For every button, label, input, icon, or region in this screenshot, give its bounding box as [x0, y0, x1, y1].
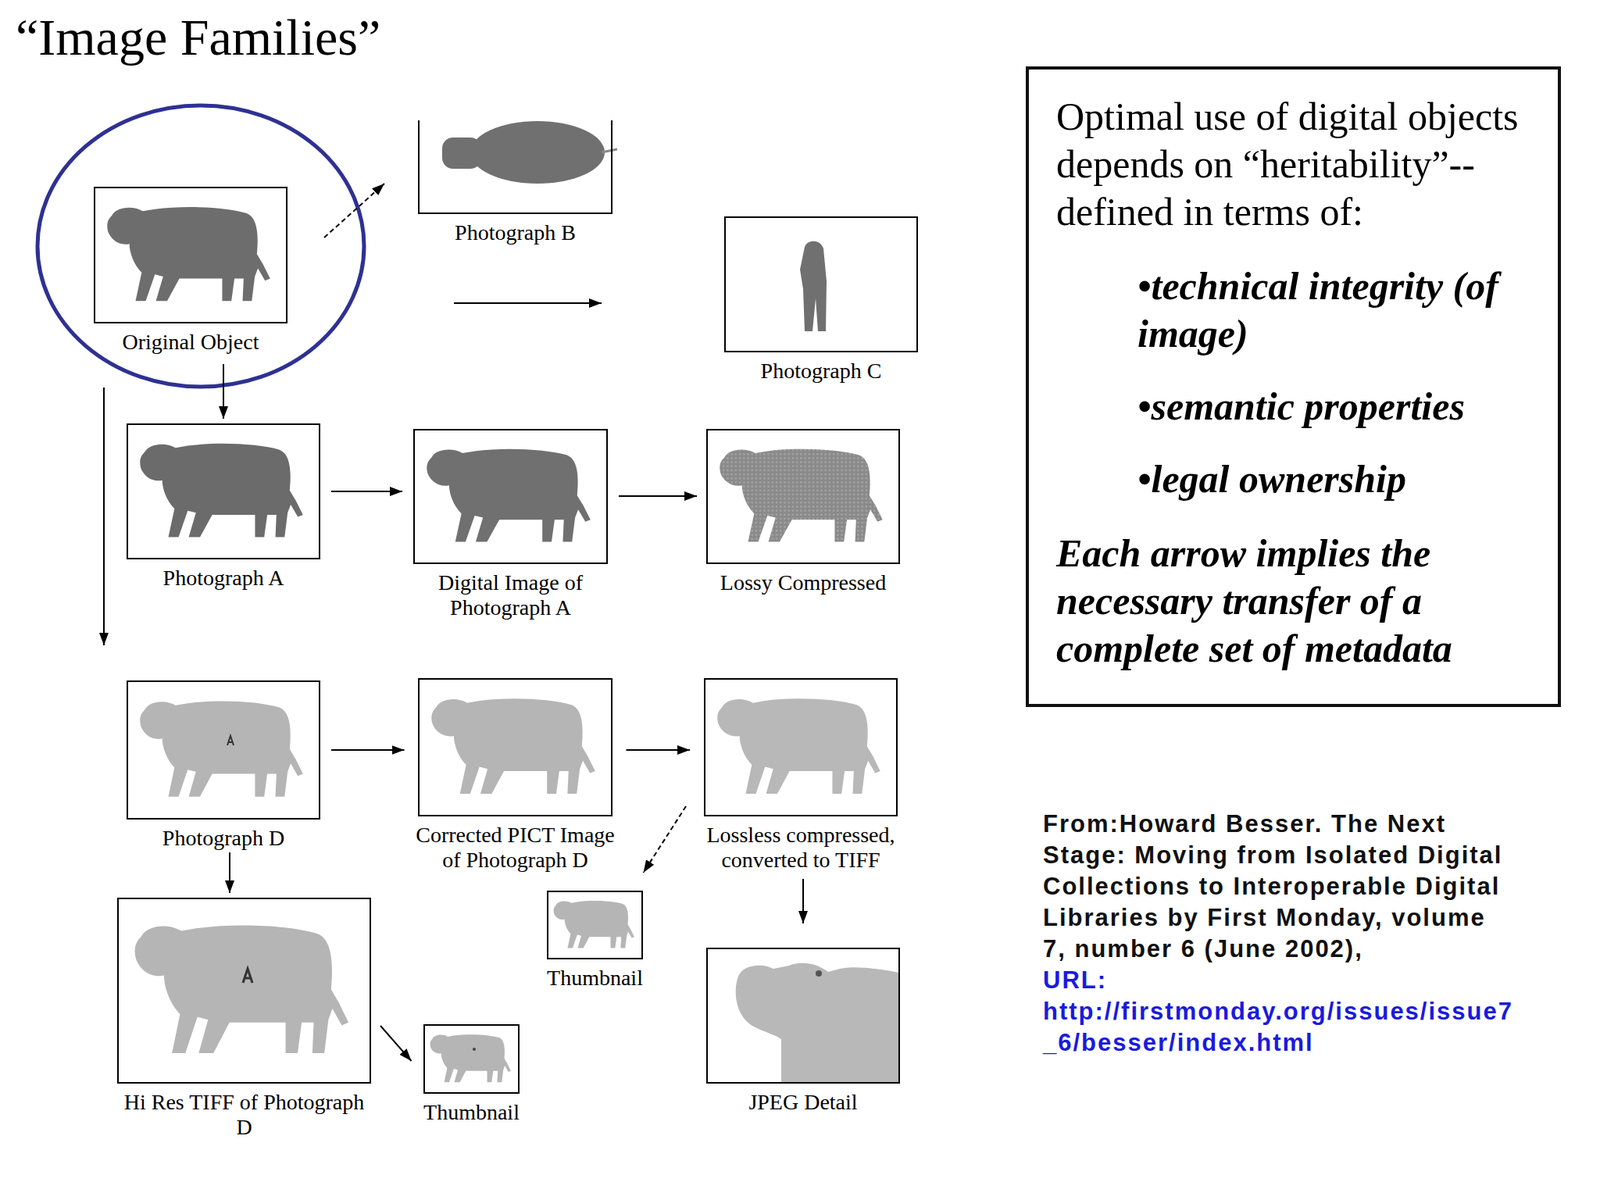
note-point: •semantic properties — [1137, 382, 1552, 431]
photo-mark — [227, 735, 234, 746]
cow-lossy — [719, 449, 883, 543]
citation-url: URL: http://firstmonday.org/issues/issue… — [1042, 964, 1514, 1059]
image-box: Photograph C — [724, 216, 918, 384]
arrow-connector — [324, 183, 385, 238]
diagram-title: “Image Families” — [15, 7, 381, 68]
image-caption: Photograph D — [126, 825, 321, 851]
image-caption: Original Object — [93, 329, 288, 355]
image-caption: Photograph A — [126, 565, 321, 591]
image-box: Photograph B — [417, 120, 613, 246]
arrow-connector — [228, 852, 231, 893]
image-frame — [117, 897, 372, 1084]
arrow-connector — [331, 749, 405, 751]
image-frame — [417, 678, 613, 817]
arrow-connector — [626, 749, 691, 751]
image-box: Thumbnail — [536, 890, 654, 991]
citation-text: From:Howard Besser. The Next Stage: Movi… — [1042, 808, 1514, 965]
cow-digital-a — [426, 449, 590, 543]
arrow-connector — [380, 1025, 412, 1061]
cow-hi-res — [135, 925, 349, 1054]
note-box: Optimal use of digital objects depends o… — [1025, 66, 1561, 708]
image-caption: Photograph B — [417, 220, 613, 246]
cow-corrected — [431, 698, 595, 794]
image-caption: JPEG Detail — [706, 1089, 900, 1115]
photo-mark — [242, 968, 253, 983]
image-frame — [546, 890, 643, 960]
image-caption: Thumbnail — [536, 965, 654, 991]
image-box: Corrected PICT Image of Photograph D — [406, 678, 625, 873]
cow-head-detail — [735, 963, 899, 1083]
image-box: JPEG Detail — [706, 947, 900, 1115]
image-box: Original Object — [93, 186, 288, 355]
cow-tail — [601, 149, 618, 153]
arrow-connector — [618, 495, 697, 497]
image-frame — [417, 120, 613, 215]
image-box: Hi Res TIFF of Photograph D — [117, 897, 372, 1140]
image-frame — [703, 678, 898, 817]
cow-photo-a — [139, 443, 304, 538]
note-point: •legal ownership — [1137, 455, 1552, 504]
photo-mark — [472, 1047, 476, 1051]
image-caption: Thumbnail — [413, 1100, 531, 1125]
image-frame — [126, 680, 321, 820]
note-point: •technical integrity (of image) — [1137, 262, 1552, 358]
image-caption: Lossless compressed, converted to TIFF — [691, 822, 911, 873]
image-frame — [724, 216, 918, 353]
image-caption: Digital Image of Photograph A — [413, 570, 608, 621]
cow-thumbnail — [430, 1034, 511, 1083]
arrow-connector — [802, 878, 804, 924]
image-frame — [423, 1024, 520, 1094]
note-point: Each arrow implies the necessary transfe… — [1056, 529, 1552, 673]
note-text: Optimal use of digital objects depends o… — [1056, 92, 1552, 236]
detail-mark — [815, 970, 822, 977]
image-frame — [706, 947, 900, 1084]
arrow-connector — [331, 490, 403, 493]
cow-rear-view — [800, 241, 827, 332]
image-box: Thumbnail — [413, 1024, 531, 1125]
cow-original — [107, 207, 271, 301]
cow-body — [470, 121, 605, 184]
image-box: Photograph A — [126, 423, 321, 591]
image-box: Lossy Compressed — [706, 428, 900, 596]
image-box: Photograph D — [126, 680, 321, 851]
arrow-connector — [103, 387, 105, 646]
cow-photo-d — [139, 700, 304, 797]
cow-top-view — [442, 121, 618, 184]
cow-thumbnail — [553, 900, 635, 948]
image-frame — [93, 186, 288, 324]
cow-lossless — [717, 698, 881, 794]
citation: From:Howard Besser. The Next Stage: Movi… — [1042, 808, 1514, 1059]
highlight-circle — [37, 105, 365, 387]
image-caption: Corrected PICT Image of Photograph D — [406, 822, 625, 873]
arrow-connector — [222, 364, 225, 419]
image-caption: Lossy Compressed — [706, 570, 900, 596]
image-box: Lossless compressed, converted to TIFF — [691, 678, 911, 873]
image-frame — [413, 428, 608, 565]
image-frame — [126, 423, 321, 560]
image-caption: Hi Res TIFF of Photograph D — [117, 1089, 372, 1140]
image-frame — [706, 428, 900, 565]
image-box: Digital Image of Photograph A — [413, 428, 608, 621]
arrow-connector — [643, 806, 687, 873]
image-caption: Photograph C — [724, 358, 918, 384]
arrow-connector — [453, 302, 602, 304]
